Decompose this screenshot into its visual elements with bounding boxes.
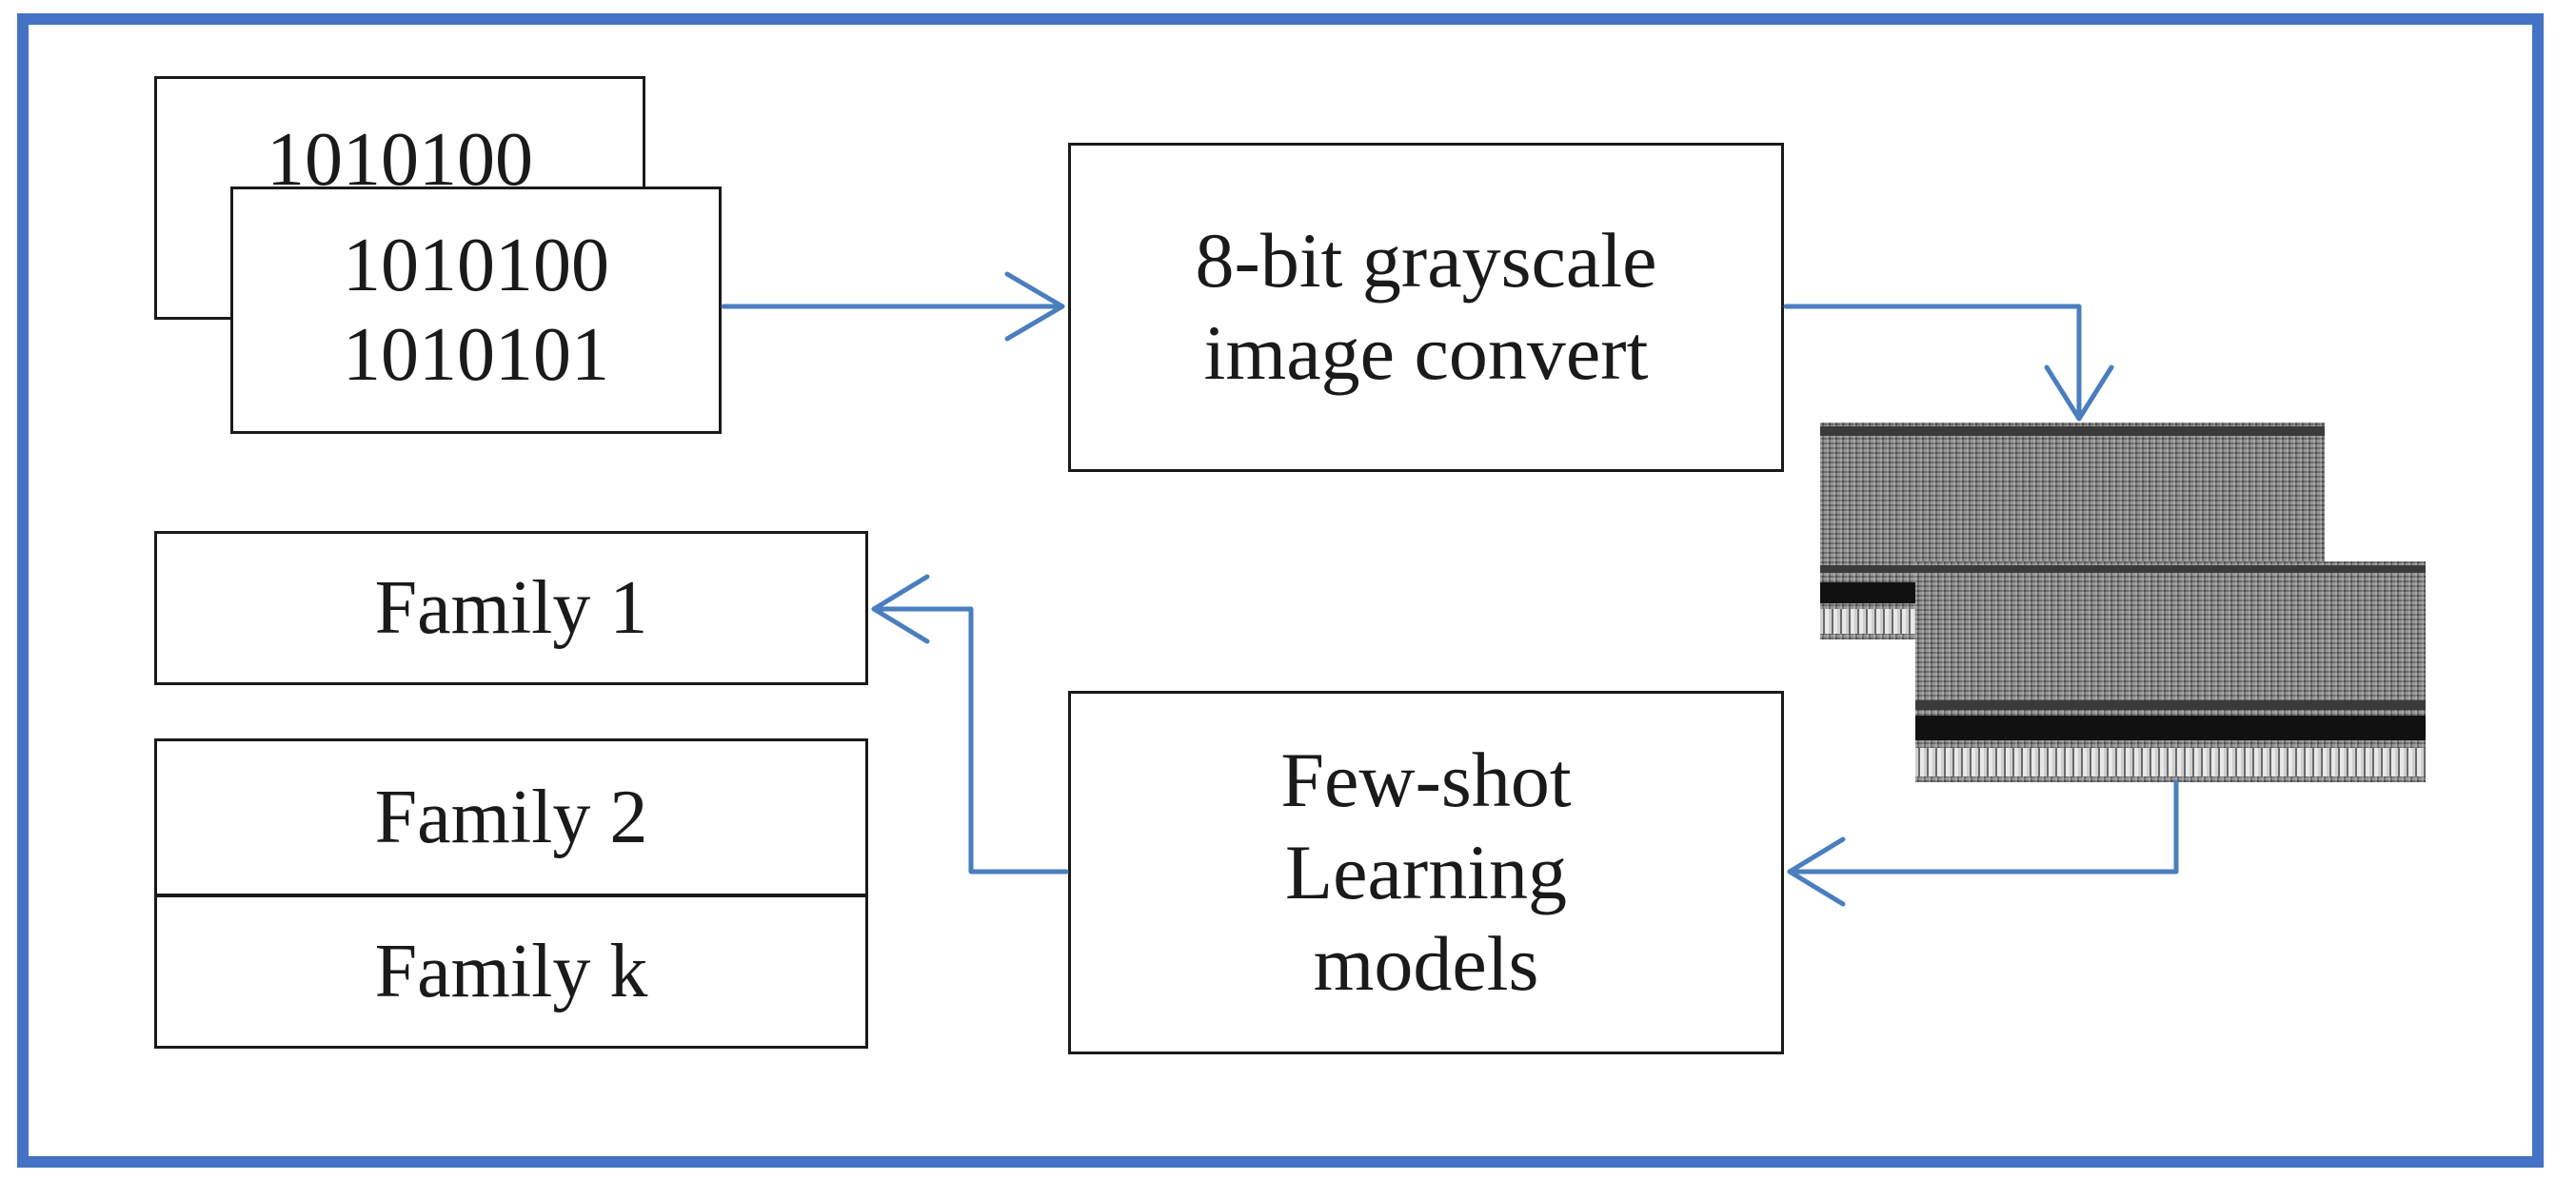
fsl-label-line: models xyxy=(1313,920,1539,1008)
few-shot-learning-box: Few-shot Learning models xyxy=(1068,691,1784,1054)
arrow-grayscale-to-images xyxy=(1783,304,2082,422)
arrowhead xyxy=(1004,271,1065,342)
arrowhead xyxy=(1787,836,1846,907)
family-label: Family 2 xyxy=(374,775,648,859)
family-label: Family k xyxy=(374,929,648,1013)
arrow-fsl-to-family xyxy=(871,606,1069,875)
family-2-box: Family 2 xyxy=(154,738,868,896)
arrowhead xyxy=(871,574,930,644)
family-1-box: Family 1 xyxy=(154,531,868,685)
grayscale-label-line: image convert xyxy=(1203,309,1649,396)
grayscale-convert-box: 8-bit grayscale image convert xyxy=(1068,143,1784,472)
fsl-label-line: Learning xyxy=(1285,828,1567,915)
arrow-images-to-fsl xyxy=(1787,779,2179,875)
grayscale-label-line: 8-bit grayscale xyxy=(1195,217,1657,305)
family-k-box: Family k xyxy=(154,894,868,1049)
family-label: Family 1 xyxy=(374,565,648,650)
grayscale-image-front xyxy=(1915,561,2426,782)
binary-file-front: 1010100 1010101 xyxy=(230,187,722,434)
binary-line: 1010100 xyxy=(343,223,609,307)
arrowhead xyxy=(2044,364,2114,422)
binary-line: 1010101 xyxy=(343,313,609,397)
fsl-label-line: Few-shot xyxy=(1280,736,1572,823)
